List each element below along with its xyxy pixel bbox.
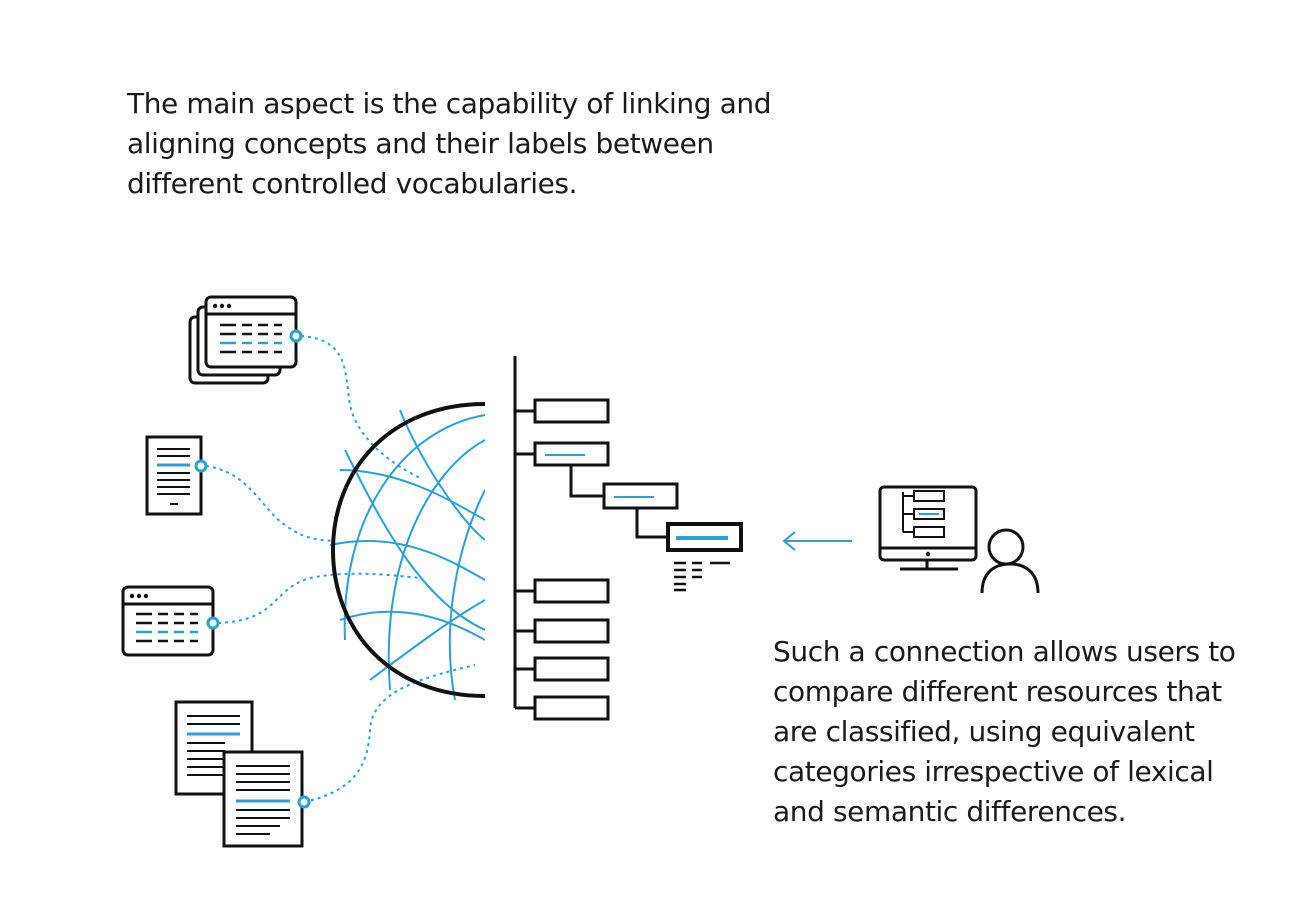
outro-line: and semantic differences. xyxy=(773,795,1127,828)
outro-line: categories irrespective of lexical xyxy=(773,755,1214,788)
dotted-connectors xyxy=(205,335,476,803)
tree-node xyxy=(533,398,610,424)
document-icon xyxy=(145,435,208,516)
connector-line xyxy=(217,572,421,624)
tree-node xyxy=(666,522,743,552)
arrow-left-icon xyxy=(782,531,852,551)
connector-line xyxy=(300,335,421,479)
intro-line: The main aspect is the capability of lin… xyxy=(127,87,772,120)
intro-line: different controlled vocabularies. xyxy=(127,167,578,200)
connector-line xyxy=(303,664,476,803)
tree-node xyxy=(533,656,610,682)
outro-line: are classified, using equivalent xyxy=(773,715,1195,748)
tree-node xyxy=(533,695,610,721)
globe-icon xyxy=(329,402,486,701)
intro-text: The main aspect is the capability of lin… xyxy=(127,84,827,204)
tree-node xyxy=(533,578,610,604)
outro-line: compare different resources that xyxy=(773,675,1222,708)
intro-line: aligning concepts and their labels betwe… xyxy=(127,127,714,160)
browser-window-icon xyxy=(121,585,220,657)
user-icon xyxy=(980,528,1040,594)
outro-line: Such a connection allows users to xyxy=(773,635,1236,668)
outro-text: Such a connection allows users to compar… xyxy=(773,632,1273,832)
hierarchy-tree-icon xyxy=(513,356,743,721)
stacked-documents-icon xyxy=(174,700,311,848)
desktop-monitor-icon xyxy=(878,485,978,571)
stacked-browser-windows-icon xyxy=(188,295,303,385)
connector-line xyxy=(205,465,336,542)
tree-node xyxy=(602,482,679,510)
tree-node xyxy=(533,618,610,644)
